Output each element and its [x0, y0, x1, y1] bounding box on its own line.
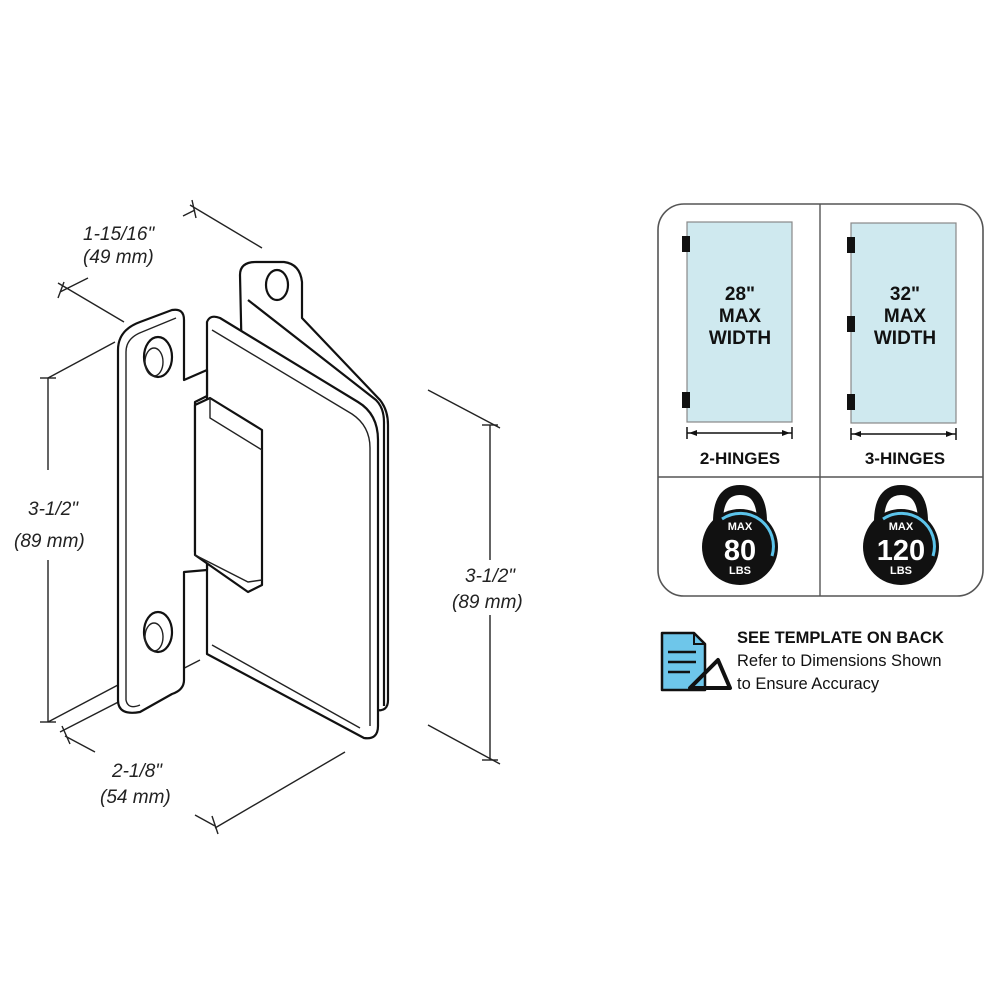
max-width-value: 28"	[725, 284, 755, 305]
glass-pane-3-hinge	[850, 222, 957, 424]
weight-value: 80	[724, 535, 756, 567]
template-note-line: Refer to Dimensions Shown	[737, 652, 942, 670]
weight-unit: LBS	[890, 565, 912, 577]
width-dimension-metric: (54 mm)	[100, 787, 171, 808]
hinge-count-label: 3-HINGES	[865, 449, 945, 468]
width-dimension-imperial: 2-1/8"	[111, 761, 163, 782]
max-width-label: WIDTH	[709, 328, 771, 349]
width-arrow-icon	[850, 428, 957, 440]
spec-panel: 28" MAX WIDTH 2-HINGES 32" MAX WIDTH 3-H…	[657, 203, 984, 597]
hinge-icon	[847, 316, 855, 332]
hinge-body	[193, 396, 264, 594]
kettlebell-icon	[702, 484, 778, 585]
glass-pane-2-hinge	[686, 221, 793, 423]
template-note-heading: SEE TEMPLATE ON BACK	[737, 629, 944, 647]
kettlebell-icon	[863, 484, 939, 585]
left-height-metric: (89 mm)	[14, 531, 85, 552]
max-width-value: 32"	[890, 284, 920, 305]
template-document-icon	[660, 631, 732, 692]
width-arrow-icon	[686, 427, 793, 439]
right-height-imperial: 3-1/2"	[465, 566, 516, 587]
max-width-label: WIDTH	[874, 328, 936, 349]
hinge-icon	[682, 236, 690, 252]
max-width-label: MAX	[719, 306, 762, 327]
weight-max-label: MAX	[728, 521, 753, 533]
hinge-icon	[682, 392, 690, 408]
weight-value: 120	[877, 535, 925, 567]
template-note-line: to Ensure Accuracy	[737, 675, 880, 693]
weight-unit: LBS	[729, 565, 751, 577]
template-note: SEE TEMPLATE ON BACK Refer to Dimensions…	[737, 627, 944, 696]
depth-dimension-metric: (49 mm)	[83, 247, 154, 268]
depth-dimension-imperial: 1-15/16"	[83, 224, 155, 245]
hinge-icon	[847, 394, 855, 410]
weight-max-label: MAX	[889, 521, 914, 533]
max-width-label: MAX	[884, 306, 927, 327]
hinge-icon	[847, 237, 855, 253]
hinge-count-label: 2-HINGES	[700, 449, 780, 468]
wall-mount-plate	[116, 308, 209, 714]
right-height-metric: (89 mm)	[452, 592, 523, 613]
left-height-imperial: 3-1/2"	[28, 499, 79, 520]
